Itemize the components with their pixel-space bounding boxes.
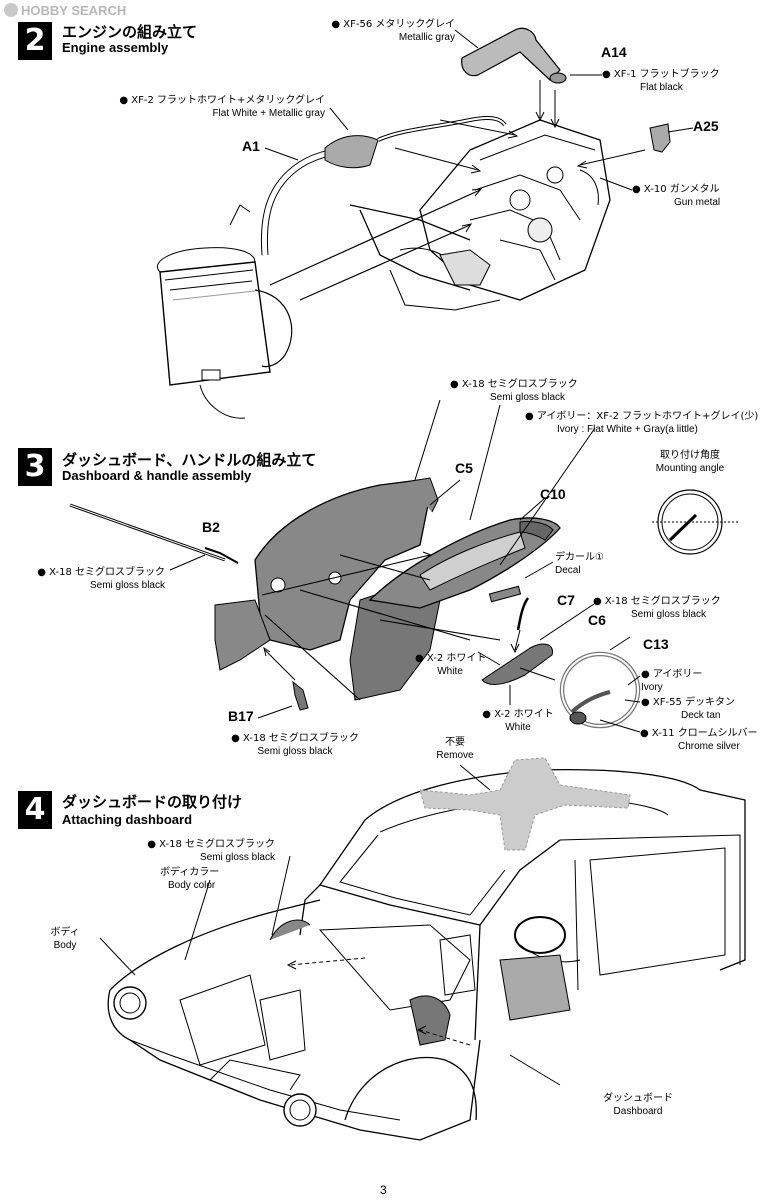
paint-code-jp: ● X-2 ホワイト <box>482 709 554 720</box>
part-label-c5: C5 <box>455 460 473 476</box>
paint-name-en: Chrome silver <box>678 741 740 752</box>
part-label-a1: A1 <box>242 138 260 154</box>
paint-callout-x11: ● X-11 クロームシルバー Chrome silver <box>640 727 757 753</box>
paint-callout-x18-c6: ● X-18 セミグロスブラック Semi gloss black <box>593 595 721 621</box>
body-color-callout: ボディカラー Body color <box>160 866 219 892</box>
part-label-a25: A25 <box>693 118 719 134</box>
watermark-logo-icon <box>4 3 18 17</box>
dashboard-en: Dashboard <box>613 1106 663 1117</box>
paint-name-en: Flat black <box>640 82 683 93</box>
page-number: 3 <box>380 1183 387 1197</box>
paint-name-en: Semi gloss black <box>631 609 707 620</box>
paint-callout-xf56: ● XF-56 メタリックグレイ Metallic gray <box>300 18 455 44</box>
decal-number-jp: デカール① <box>555 552 604 563</box>
paint-name-en: Ivory <box>641 682 663 693</box>
part-label-c7: C7 <box>557 592 575 608</box>
paint-code-jp: ● アイボリー <box>641 669 703 680</box>
paint-name-en: White <box>437 666 463 677</box>
dashboard-callout: ダッシュボード Dashboard <box>593 1092 683 1118</box>
paint-callout-x18-b17: ● X-18 セミグロスブラック Semi gloss black <box>225 732 365 758</box>
watermark: HOBBY SEARCH <box>4 3 126 18</box>
part-label-c6: C6 <box>588 612 606 628</box>
paint-name-en: White <box>505 722 531 733</box>
paint-name-en: Metallic gray <box>398 32 455 43</box>
paint-code-jp: ● XF-1 フラットブラック <box>602 69 720 80</box>
paint-code-jp: ● XF-2 フラットホワイト+メタリックグレイ <box>119 95 325 106</box>
paint-name-en: Semi gloss black <box>89 580 165 591</box>
part-label-c13: C13 <box>643 636 669 652</box>
step-title-jp: ダッシュボード、ハンドルの組み立て <box>62 451 317 469</box>
paint-code-jp: ● XF-55 デッキタン <box>641 697 736 708</box>
step-number-3: 3 <box>18 448 52 486</box>
step-title-jp: エンジンの組み立て <box>62 23 198 41</box>
paint-callout-ivory: ● アイボリー Ivory <box>641 668 702 694</box>
paint-code-jp: ● X-18 セミグロスブラック <box>37 567 165 578</box>
paint-name-en: Semi gloss black <box>490 392 566 403</box>
step-title-en: Attaching dashboard <box>62 812 193 827</box>
paint-callout-x18-c5: ● X-18 セミグロスブラック Semi gloss black <box>450 378 578 404</box>
dashboard-diagram <box>69 399 740 733</box>
paint-code-jp: ● X-18 セミグロスブラック <box>231 733 359 744</box>
body-callout: ボディ Body <box>40 926 90 952</box>
step-title-en: Dashboard & handle assembly <box>62 468 252 483</box>
paint-callout-x18-b2: ● X-18 セミグロスブラック Semi gloss black <box>30 566 165 592</box>
paint-name-en: Ivory : Flat White + Gray(a little) <box>557 424 698 435</box>
paint-callout-x2-b: ● X-2 ホワイト White <box>478 708 558 734</box>
step-title-jp: ダッシュボードの取り付け <box>62 793 243 811</box>
part-label-b2: B2 <box>202 519 220 535</box>
paint-callout-xf55: ● XF-55 デッキタン Deck tan <box>641 696 735 722</box>
paint-code-jp: ● X-18 セミグロスブラック <box>147 839 275 850</box>
dashboard-jp: ダッシュボード <box>603 1093 673 1104</box>
car-body-diagram <box>99 757 746 1141</box>
engine-diagram <box>157 27 694 419</box>
paint-name-en: Gun metal <box>674 197 721 208</box>
paint-callout-x10: ● X-10 ガンメタル Gun metal <box>632 183 720 209</box>
watermark-text: HOBBY SEARCH <box>21 3 127 18</box>
paint-code-jp: ● X-18 セミグロスブラック <box>593 596 721 607</box>
mounting-angle-label: 取り付け角度 Mounting angle <box>640 449 740 475</box>
remove-jp: 不要 <box>445 737 465 748</box>
paint-callout-x18-body: ● X-18 セミグロスブラック Semi gloss black <box>140 838 275 864</box>
remove-en: Remove <box>436 750 474 761</box>
paint-code-jp: ● XF-56 メタリックグレイ <box>331 19 455 30</box>
paint-callout-xf2-metallic: ● XF-2 フラットホワイト+メタリックグレイ Flat White + Me… <box>110 94 325 120</box>
paint-code-jp: ● X-11 クロームシルバー <box>640 728 758 739</box>
paint-name-en: Semi gloss black <box>199 852 275 863</box>
paint-callout-xf1: ● XF-1 フラットブラック Flat black <box>602 68 720 94</box>
step-title-en: Engine assembly <box>62 40 169 55</box>
step-number-2: 2 <box>18 22 52 60</box>
part-label-a14: A14 <box>601 44 627 60</box>
paint-callout-ivory-mix: ● アイボリー：XF-2 フラットホワイト+グレイ(少) Ivory : Fla… <box>525 410 758 436</box>
paint-code-jp: ● X-18 セミグロスブラック <box>450 379 578 390</box>
part-label-c10: C10 <box>540 486 566 502</box>
paint-name-en: Semi gloss black <box>257 746 333 757</box>
step-number-4: 4 <box>18 791 52 829</box>
paint-code-jp: ● アイボリー：XF-2 フラットホワイト+グレイ(少) <box>525 411 759 422</box>
decal-callout: デカール① Decal <box>555 551 604 577</box>
paint-code-jp: ● X-10 ガンメタル <box>632 184 720 195</box>
remove-callout: 不要 Remove <box>420 736 490 762</box>
body-en: Body <box>53 940 77 951</box>
decal-label-en: Decal <box>555 565 581 576</box>
paint-name-en: Deck tan <box>681 710 721 721</box>
body-color-jp: ボディカラー <box>160 867 220 878</box>
mounting-angle-en: Mounting angle <box>655 463 725 474</box>
body-color-en: Body color <box>168 880 216 891</box>
paint-code-jp: ● X-2 ホワイト <box>415 653 487 664</box>
part-label-b17: B17 <box>228 708 254 724</box>
paint-callout-x2-a: ● X-2 ホワイト White <box>415 652 487 678</box>
paint-name-en: Flat White + Metallic gray <box>212 108 325 119</box>
body-jp: ボディ <box>50 927 80 938</box>
mounting-angle-jp: 取り付け角度 <box>660 450 720 461</box>
